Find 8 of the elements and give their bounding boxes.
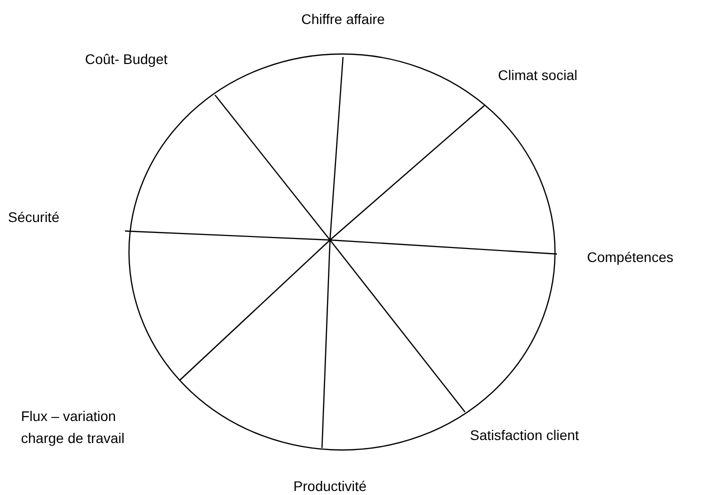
segment-label: Compétences — [587, 248, 674, 267]
segment-label: Flux – variation charge de travail — [21, 407, 126, 448]
segment-label: Coût- Budget — [85, 50, 168, 69]
segment-label: Sécurité — [8, 208, 60, 227]
segment-label: Satisfaction client — [470, 426, 579, 445]
segment-label: Chiffre affaire — [301, 10, 385, 29]
segment-label: Climat social — [498, 66, 578, 85]
segment-label: Productivité — [293, 477, 367, 495]
